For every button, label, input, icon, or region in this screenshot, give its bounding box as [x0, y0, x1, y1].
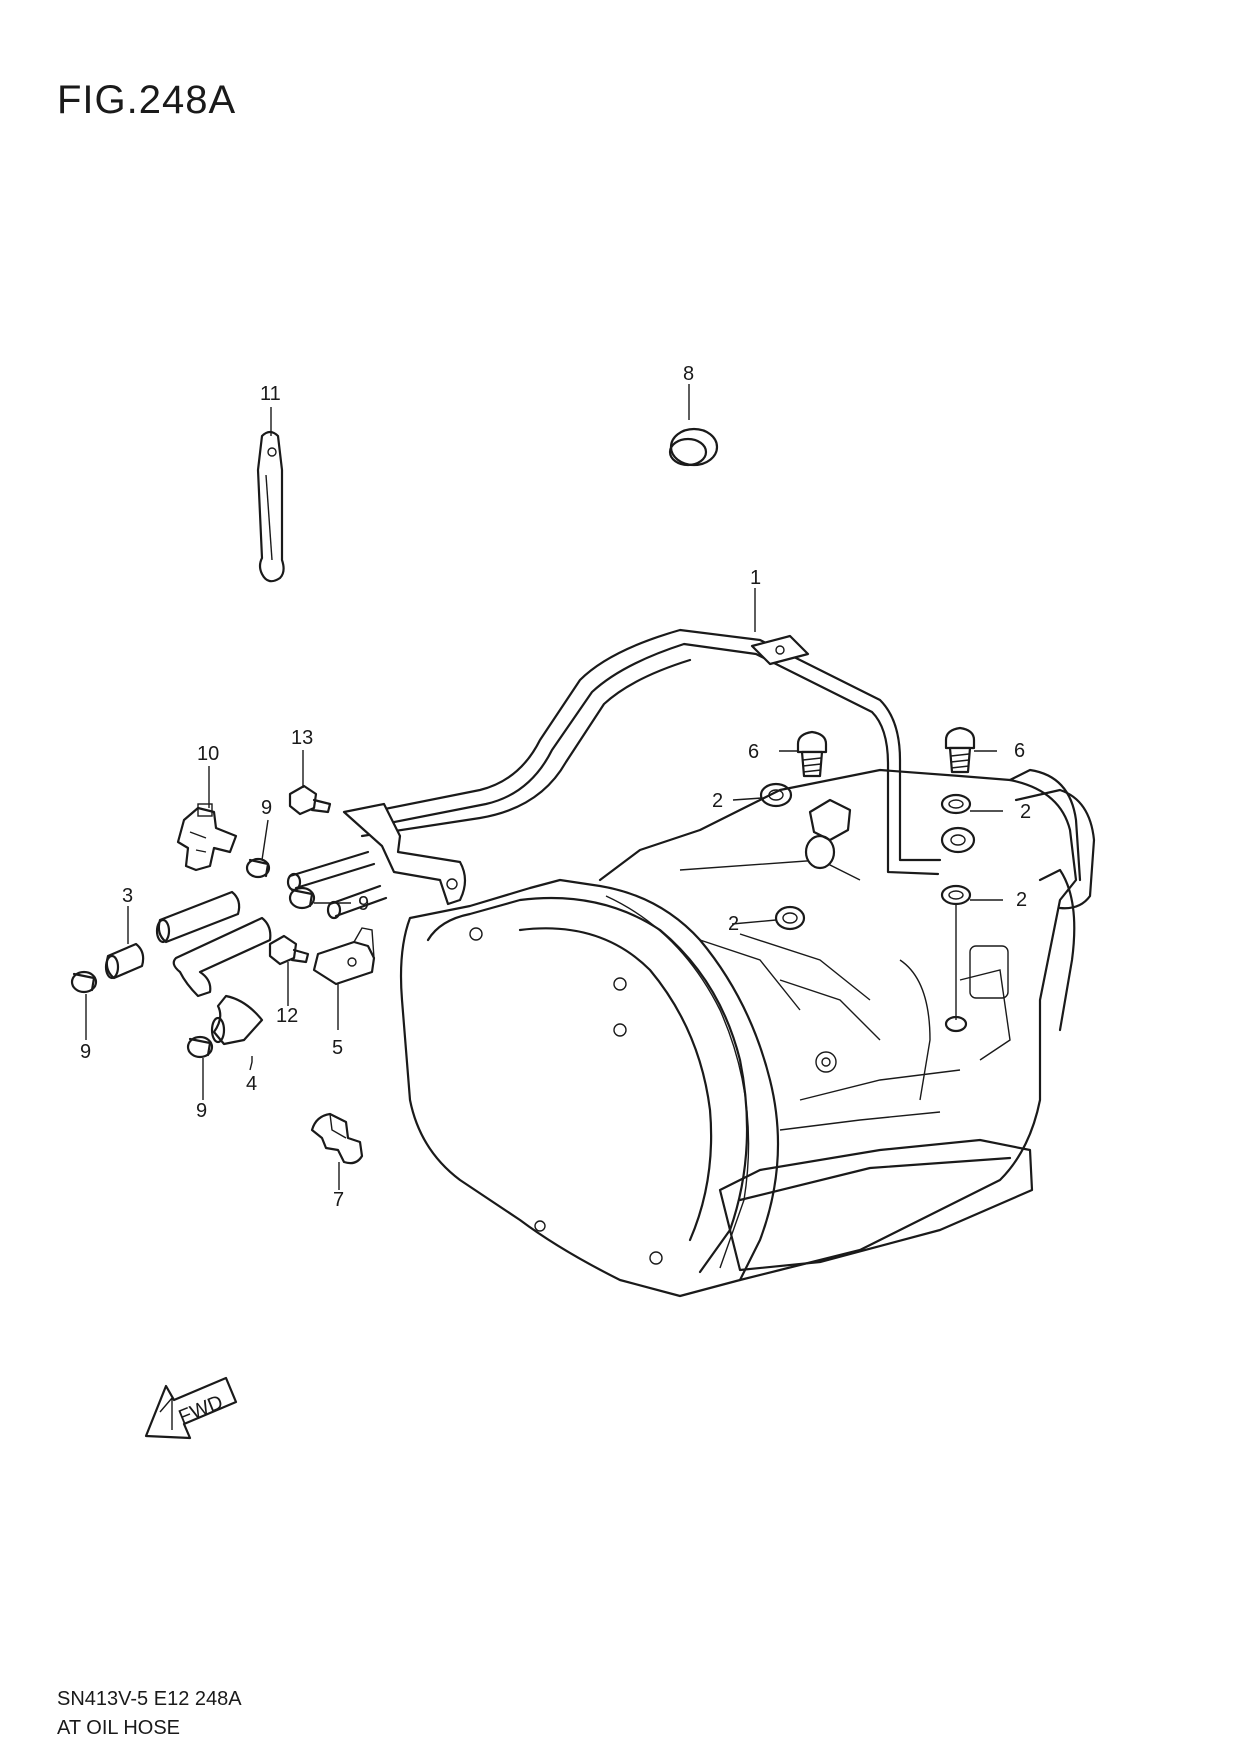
- callout-labels: 1 2 2 2 2 3 4 5 6 6 7 8 9 9 9 9 10 11 12…: [80, 363, 1031, 1211]
- callout-9: 9: [196, 1100, 207, 1122]
- callout-8: 8: [683, 363, 694, 385]
- callout-10: 10: [197, 743, 219, 765]
- part-4-formed-hose: [155, 890, 272, 1046]
- part-1-transmission: [342, 628, 1096, 1298]
- callout-13: 13: [291, 727, 313, 749]
- part-5-bracket: [312, 927, 376, 986]
- part-3-hose: [104, 942, 145, 980]
- figure-code: SN413V-5 E12 248A: [57, 1688, 242, 1710]
- part-8-plug: [668, 427, 719, 467]
- part-9-clamp-c: [70, 970, 98, 994]
- callout-2: 2: [1016, 889, 1027, 911]
- loose-pipes: [286, 850, 388, 920]
- part-2-gasket-a: [759, 782, 793, 808]
- part-2-gasket-d: [940, 884, 972, 906]
- part-12-bolt: [268, 934, 310, 966]
- callout-2: 2: [728, 913, 739, 935]
- part-10-bracket: [176, 803, 238, 872]
- callout-6: 6: [1014, 740, 1025, 762]
- figure-name: AT OIL HOSE: [57, 1717, 180, 1739]
- callout-9: 9: [261, 797, 272, 819]
- callout-9: 9: [80, 1041, 91, 1063]
- part-9-clamp-b: [288, 886, 316, 910]
- figure-title: FIG.248A: [57, 78, 237, 122]
- callout-7: 7: [333, 1189, 344, 1211]
- part-6-union-bolt-a: [796, 730, 828, 778]
- part-2-gasket-b: [940, 793, 972, 815]
- callout-2: 2: [712, 790, 723, 812]
- callout-3: 3: [122, 885, 133, 907]
- part-7-clip: [310, 1112, 364, 1165]
- fwd-arrow-icon: FWD: [144, 1376, 238, 1440]
- callout-4: 4: [246, 1073, 257, 1095]
- callout-9: 9: [358, 893, 369, 915]
- part-11-strap: [256, 430, 285, 583]
- callout-1: 1: [750, 567, 761, 589]
- part-13-bolt: [288, 784, 332, 816]
- part-9-clamp-a: [245, 857, 271, 879]
- callout-2: 2: [1020, 801, 1031, 823]
- part-6-union-bolt-b: [944, 726, 976, 774]
- part-9-clamp-d: [186, 1035, 214, 1059]
- part-2-gasket-c: [774, 905, 806, 931]
- callout-5: 5: [332, 1037, 343, 1059]
- leader-lines: [85, 384, 1003, 1190]
- callout-12: 12: [276, 1005, 298, 1027]
- callout-11: 11: [260, 383, 281, 405]
- callout-6: 6: [748, 741, 759, 763]
